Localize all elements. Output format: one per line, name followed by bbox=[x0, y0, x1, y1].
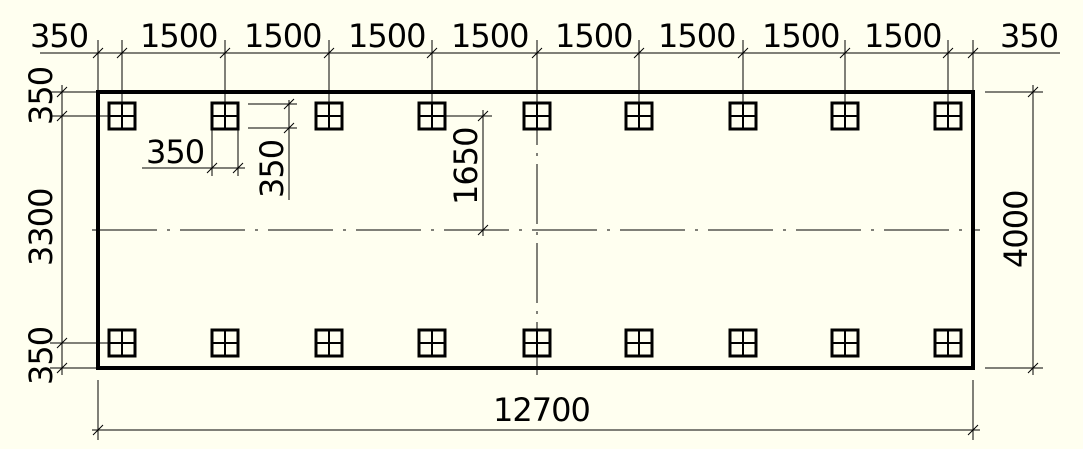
post bbox=[314, 101, 344, 131]
center-offset-label: 1650 bbox=[447, 128, 485, 205]
post bbox=[624, 328, 654, 358]
top-dim-8: 1500 bbox=[762, 17, 839, 55]
top-dim-10: 350 bbox=[1000, 17, 1058, 55]
top-dim-1: 350 bbox=[30, 17, 88, 55]
post bbox=[933, 328, 963, 358]
post-width-label: 350 bbox=[146, 133, 204, 171]
post-depth-label: 350 bbox=[253, 140, 291, 198]
post bbox=[417, 101, 447, 131]
post bbox=[830, 328, 860, 358]
bottom-dimension bbox=[92, 380, 980, 440]
top-dim-5: 1500 bbox=[451, 17, 528, 55]
top-dim-7: 1500 bbox=[658, 17, 735, 55]
posts-bottom-row bbox=[107, 328, 963, 358]
top-dim-3: 1500 bbox=[244, 17, 321, 55]
top-dim-4: 1500 bbox=[348, 17, 425, 55]
post bbox=[417, 328, 447, 358]
overall-width-label: 4000 bbox=[997, 191, 1035, 268]
post bbox=[728, 101, 758, 131]
right-dimension bbox=[985, 85, 1043, 375]
post bbox=[728, 328, 758, 358]
overall-length-label: 12700 bbox=[493, 391, 590, 429]
post bbox=[933, 101, 963, 131]
post-depth-detail bbox=[248, 98, 297, 200]
post bbox=[830, 101, 860, 131]
top-dim-6: 1500 bbox=[555, 17, 632, 55]
left-dim-top: 350 bbox=[22, 67, 60, 125]
left-dimension-chain bbox=[50, 85, 112, 375]
post-width-detail bbox=[142, 128, 245, 176]
top-dimension-labels: 350 1500 1500 1500 1500 1500 1500 1500 1… bbox=[30, 17, 1059, 55]
top-dim-2: 1500 bbox=[140, 17, 217, 55]
post bbox=[314, 328, 344, 358]
center-offset-detail bbox=[446, 110, 492, 236]
post bbox=[210, 101, 240, 131]
post bbox=[210, 328, 240, 358]
left-dim-bottom: 350 bbox=[22, 327, 60, 385]
left-dim-middle: 3300 bbox=[22, 189, 60, 266]
posts-top-row bbox=[107, 101, 963, 131]
post bbox=[107, 101, 137, 131]
post bbox=[624, 101, 654, 131]
post bbox=[522, 328, 552, 358]
post bbox=[522, 101, 552, 131]
post bbox=[107, 328, 137, 358]
top-dim-9: 1500 bbox=[864, 17, 941, 55]
